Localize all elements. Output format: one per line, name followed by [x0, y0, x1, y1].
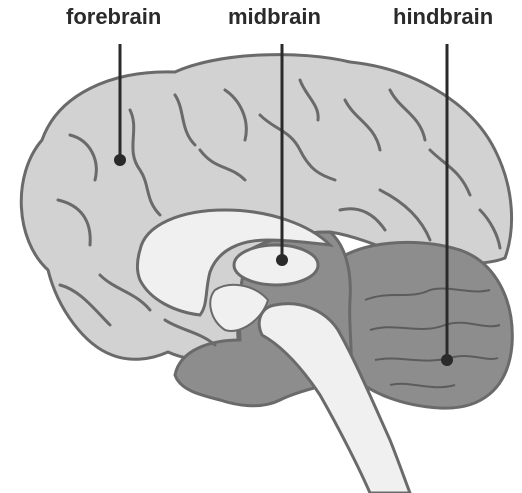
- thalamus: [234, 245, 318, 285]
- forebrain-pointer-dot: [114, 154, 126, 166]
- midbrain-label: midbrain: [228, 4, 321, 30]
- hindbrain-label: hindbrain: [393, 4, 493, 30]
- hindbrain-pointer-dot: [441, 354, 453, 366]
- midbrain-pointer-dot: [276, 254, 288, 266]
- forebrain-label: forebrain: [66, 4, 161, 30]
